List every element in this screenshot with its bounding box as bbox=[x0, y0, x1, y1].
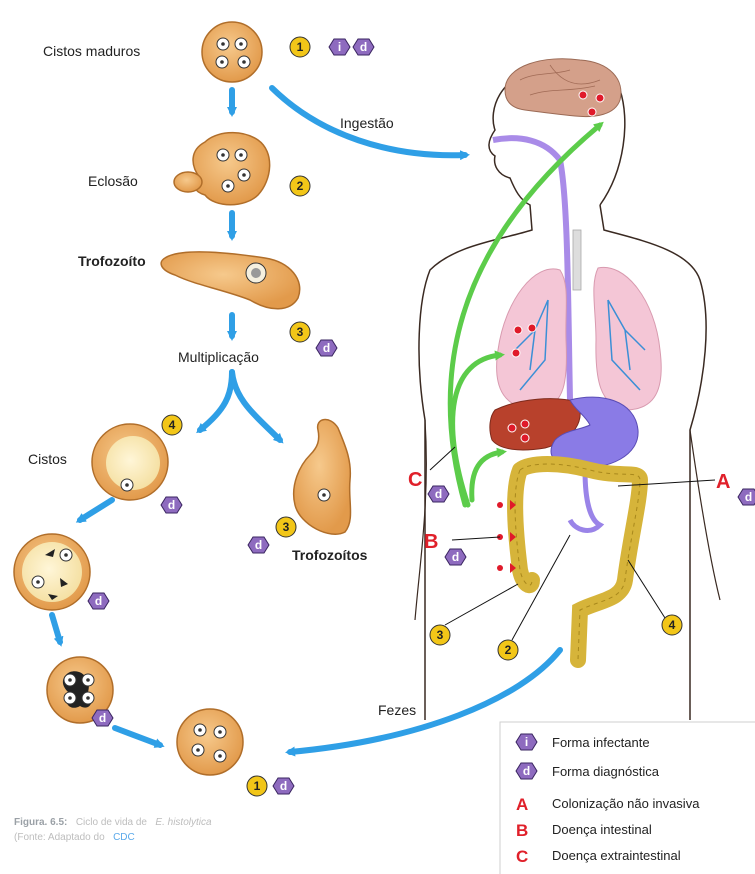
label-cysts: Cistos bbox=[28, 451, 67, 467]
svg-text:d: d bbox=[168, 498, 175, 512]
left-lung bbox=[497, 269, 567, 410]
label-multiplication: Multiplicação bbox=[178, 349, 259, 365]
step-3-marker: 3 bbox=[290, 322, 310, 342]
label-excystation: Eclosão bbox=[88, 173, 138, 189]
trophozoite-cell bbox=[161, 252, 300, 309]
svg-text:d: d bbox=[280, 779, 287, 793]
mature-cyst-top bbox=[202, 22, 262, 82]
hex-i-1: i bbox=[329, 39, 350, 55]
trachea bbox=[573, 230, 581, 290]
svg-text:d: d bbox=[360, 40, 367, 54]
svg-text:C: C bbox=[516, 847, 528, 866]
step-2-marker: 2 bbox=[290, 176, 310, 196]
hex-d-5: d bbox=[88, 593, 109, 609]
svg-text:i: i bbox=[338, 40, 341, 54]
label-trophozoites: Trofozoítos bbox=[292, 547, 368, 563]
svg-text:i: i bbox=[525, 735, 528, 749]
hex-d-A: d bbox=[738, 489, 755, 505]
svg-text:d: d bbox=[99, 711, 106, 725]
svg-text:d: d bbox=[323, 341, 330, 355]
step-3-marker-b: 3 bbox=[276, 517, 296, 537]
hex-d-3: d bbox=[161, 497, 182, 513]
immature-cyst bbox=[92, 424, 168, 500]
svg-text:3: 3 bbox=[297, 325, 304, 339]
svg-text:Forma infectante: Forma infectante bbox=[552, 735, 650, 750]
label-feces: Fezes bbox=[378, 702, 416, 718]
body-2-marker: 2 bbox=[498, 640, 518, 660]
label-trophozoite: Trofozoíto bbox=[78, 253, 146, 269]
body-3-marker: 3 bbox=[430, 625, 450, 645]
svg-text:d: d bbox=[745, 490, 752, 504]
svg-text:d: d bbox=[435, 487, 442, 501]
hex-d-B: d bbox=[445, 549, 466, 565]
brain-lesion bbox=[579, 91, 587, 99]
large-intestine bbox=[515, 464, 640, 660]
svg-text:3: 3 bbox=[437, 628, 444, 642]
excystation-cell bbox=[174, 133, 270, 205]
svg-text:B: B bbox=[516, 821, 528, 840]
legend: i Forma infectante d Forma diagnóstica A… bbox=[500, 722, 755, 874]
svg-text:Figura. 6.5: Ciclo de vi: Figura. 6.5: Ciclo de vida de E. histoly… bbox=[14, 812, 212, 829]
hex-d-4: d bbox=[248, 537, 269, 553]
svg-text:4: 4 bbox=[669, 618, 676, 632]
body-4-marker: 4 bbox=[662, 615, 682, 635]
hex-d-6: d bbox=[92, 710, 113, 726]
svg-text:Colonização não invasiva: Colonização não invasiva bbox=[552, 796, 700, 811]
svg-text:2: 2 bbox=[505, 643, 512, 657]
svg-text:3: 3 bbox=[283, 520, 290, 534]
binucleate-cyst bbox=[14, 534, 90, 610]
svg-text:1: 1 bbox=[254, 779, 261, 793]
svg-text:d: d bbox=[95, 594, 102, 608]
svg-text:Doença intestinal: Doença intestinal bbox=[552, 822, 652, 837]
svg-text:d: d bbox=[255, 538, 262, 552]
svg-text:Forma diagnóstica: Forma diagnóstica bbox=[552, 764, 660, 779]
mature-cyst-bottom bbox=[177, 709, 243, 775]
svg-text:A: A bbox=[516, 795, 528, 814]
svg-text:(Fonte: Adaptado do CDC: (Fonte: Adaptado do CDC bbox=[14, 827, 135, 844]
trophozoites-cell bbox=[294, 420, 351, 535]
label-mature-cysts: Cistos maduros bbox=[43, 43, 140, 59]
step-1-marker-b: 1 bbox=[247, 776, 267, 796]
svg-text:d: d bbox=[452, 550, 459, 564]
svg-text:2: 2 bbox=[297, 179, 304, 193]
letter-B: B bbox=[424, 531, 438, 553]
step-4-marker: 4 bbox=[162, 415, 182, 435]
hex-d-2: d bbox=[316, 340, 337, 356]
letter-C: C bbox=[408, 469, 422, 491]
svg-text:d: d bbox=[523, 764, 530, 778]
label-ingestion: Ingestão bbox=[340, 115, 394, 131]
svg-text:1: 1 bbox=[297, 40, 304, 54]
hex-d-7: d bbox=[273, 778, 294, 794]
figure-caption: Figura. 6.5: Ciclo de vida de E. histoly… bbox=[14, 812, 212, 844]
letter-A: A bbox=[716, 471, 730, 493]
svg-text:4: 4 bbox=[169, 418, 176, 432]
hex-d-1: d bbox=[353, 39, 374, 55]
hex-d-C: d bbox=[428, 486, 449, 502]
brain bbox=[505, 59, 621, 117]
svg-text:Doença extraintestinal: Doença extraintestinal bbox=[552, 848, 681, 863]
step-1-marker: 1 bbox=[290, 37, 310, 57]
right-lung bbox=[594, 267, 661, 410]
